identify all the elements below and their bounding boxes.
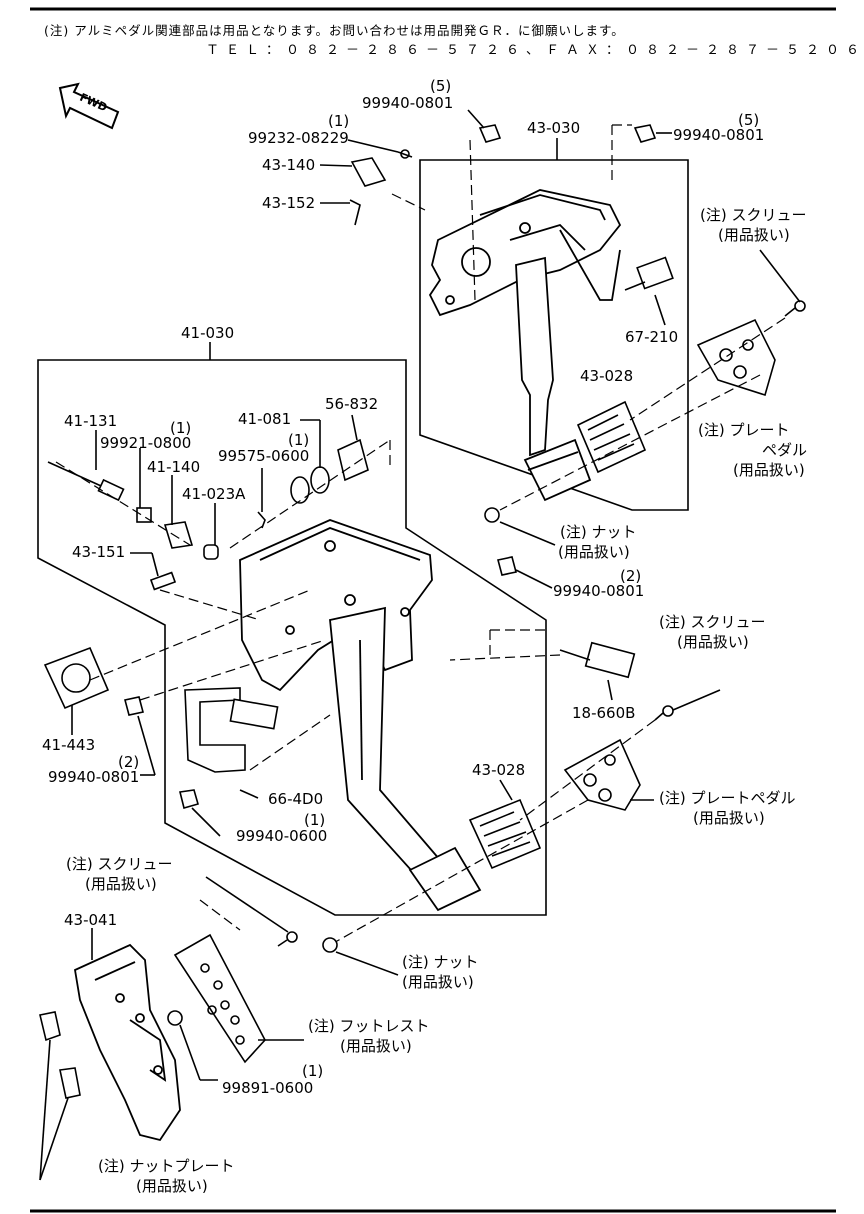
part-41-443: 41-443 bbox=[42, 736, 96, 754]
screw-mid-icon bbox=[654, 705, 674, 721]
note-plate-upper-2: ペダル bbox=[762, 441, 808, 459]
note-footrest-1: (注) フットレスト bbox=[308, 1017, 430, 1035]
nut-99891-icon bbox=[167, 1010, 183, 1026]
part-43-028-upper: 43-028 bbox=[580, 367, 634, 385]
nut-lower-icon bbox=[322, 937, 338, 953]
nut-plate-icon-2 bbox=[59, 1067, 81, 1099]
note-nut-mid-1: (注) ナット bbox=[560, 523, 637, 541]
part-56-832: 56-832 bbox=[325, 395, 379, 413]
switch-67-210 bbox=[624, 256, 674, 326]
note-plate-mid-1: (注) プレートペダル bbox=[659, 789, 796, 807]
part-99940-0600-qty: (1) bbox=[304, 811, 326, 829]
part-99940-0801-left: 99940-0801 bbox=[48, 768, 140, 786]
part-99940-0801-top-qty: (5) bbox=[430, 77, 452, 95]
note-nut-lower-1: (注) ナット bbox=[402, 953, 479, 971]
part-41-081: 41-081 bbox=[238, 410, 292, 428]
note-plate-upper-1: (注) プレート bbox=[698, 421, 790, 439]
note-screw-lower-1: (注) スクリュー bbox=[66, 855, 173, 873]
note-footrest-2: (用品扱い) bbox=[340, 1037, 412, 1055]
part-99940-0801-right-qty: (5) bbox=[738, 111, 760, 129]
lower-pedal-arm bbox=[329, 606, 482, 912]
part-99232: 99232-08229 bbox=[248, 129, 349, 147]
part-18-660b: 18-660B bbox=[572, 704, 636, 722]
part-41-140: 41-140 bbox=[147, 458, 201, 476]
note-nutplate-1: (注) ナットプレート bbox=[98, 1157, 235, 1175]
nut-99940-0801-mid-icon bbox=[497, 556, 517, 576]
part-99940-0600: 99940-0600 bbox=[236, 827, 328, 845]
note-plate-mid-2: (用品扱い) bbox=[693, 809, 765, 827]
part-43-030: 43-030 bbox=[527, 119, 581, 137]
part-43-152: 43-152 bbox=[262, 194, 316, 212]
plate-pedal-mid bbox=[563, 738, 641, 811]
nut-99940-0801-top-icon bbox=[478, 124, 502, 143]
bolt-43-151-icon bbox=[149, 571, 177, 591]
header-note-line1: (注) アルミペダル関連部品は用品となります。お問い合わせは用品開発ＧＲ．に御願… bbox=[44, 23, 625, 38]
gasket-41-443-icon bbox=[43, 646, 110, 710]
part-99921-qty: (1) bbox=[170, 419, 192, 437]
upper-pedal-bracket bbox=[428, 189, 622, 317]
part-43-140-icon bbox=[350, 157, 387, 187]
part-67-210: 67-210 bbox=[625, 328, 679, 346]
note-nutplate-2: (用品扱い) bbox=[136, 1177, 208, 1195]
clip-99575-icon bbox=[257, 511, 266, 529]
note-screw-mid-2: (用品扱い) bbox=[677, 633, 749, 651]
part-99575: 99575-0600 bbox=[218, 447, 310, 465]
part-99940-0801-mid: 99940-0801 bbox=[553, 582, 645, 600]
nut-99940-0801-right-icon bbox=[633, 124, 657, 143]
part-43-152-icon bbox=[349, 199, 361, 226]
part-99940-0801-mid-qty: (2) bbox=[620, 567, 642, 585]
switch-18-660b bbox=[559, 641, 636, 679]
part-99940-0801-left-qty: (2) bbox=[118, 753, 140, 771]
bolt-99232-icon bbox=[397, 149, 413, 159]
note-nut-mid-2: (用品扱い) bbox=[558, 543, 630, 561]
footrest-bracket-43-041 bbox=[73, 943, 181, 1142]
note-nut-lower-2: (用品扱い) bbox=[402, 973, 474, 991]
part-99232-qty: (1) bbox=[328, 112, 350, 130]
part-99940-0801-top: 99940-0801 bbox=[362, 94, 454, 112]
pushrod-41-131 bbox=[47, 461, 125, 502]
assembly-box-43-030 bbox=[419, 159, 689, 511]
part-43-140: 43-140 bbox=[262, 156, 316, 174]
part-41-030: 41-030 bbox=[181, 324, 235, 342]
part-99891-qty: (1) bbox=[302, 1062, 324, 1080]
note-screw-upper-2: (用品扱い) bbox=[718, 226, 790, 244]
pedal-pad-43-028-lower bbox=[468, 798, 542, 870]
assembly-box-41-030 bbox=[37, 359, 547, 916]
part-66-4d0: 66-4D0 bbox=[268, 790, 324, 808]
footrest-pad bbox=[173, 933, 266, 1064]
bushing-41-023a-icon bbox=[203, 544, 219, 560]
nut-plate-icon-1 bbox=[39, 1011, 61, 1042]
part-99891: 99891-0600 bbox=[222, 1079, 314, 1097]
fwd-arrow-icon bbox=[58, 82, 120, 130]
screw-lower-icon bbox=[277, 931, 298, 947]
note-plate-upper-3: (用品扱い) bbox=[733, 461, 805, 479]
nut-99940-0801-left-icon bbox=[124, 696, 144, 716]
nut-mid-icon bbox=[484, 507, 500, 523]
part-99921: 99921-0800 bbox=[100, 434, 192, 452]
part-41-023a: 41-023A bbox=[182, 485, 246, 503]
part-99940-0801-right: 99940-0801 bbox=[673, 126, 765, 144]
part-43-028-lower: 43-028 bbox=[472, 761, 526, 779]
note-screw-upper-1: (注) スクリュー bbox=[700, 206, 807, 224]
nut-99940-0600-icon bbox=[179, 789, 199, 809]
pedal-pad-43-028-upper bbox=[576, 400, 647, 474]
note-screw-lower-2: (用品扱い) bbox=[85, 875, 157, 893]
part-43-041: 43-041 bbox=[64, 911, 118, 929]
plate-pedal-upper bbox=[696, 318, 776, 397]
part-41-131: 41-131 bbox=[64, 412, 118, 430]
header-note-line2: ＴＥＬ：０８２－２８６－５７２６、ＦＡＸ：０８２－２８７－５２０６ bbox=[206, 43, 864, 58]
harness-bracket-66-4d0 bbox=[184, 687, 279, 773]
bracket-56-832-icon bbox=[337, 438, 369, 482]
part-99575-qty: (1) bbox=[288, 431, 310, 449]
upper-pedal-arm bbox=[515, 256, 592, 502]
note-screw-mid-1: (注) スクリュー bbox=[659, 613, 766, 631]
part-43-151: 43-151 bbox=[72, 543, 126, 561]
screw-upper-icon bbox=[784, 300, 806, 317]
